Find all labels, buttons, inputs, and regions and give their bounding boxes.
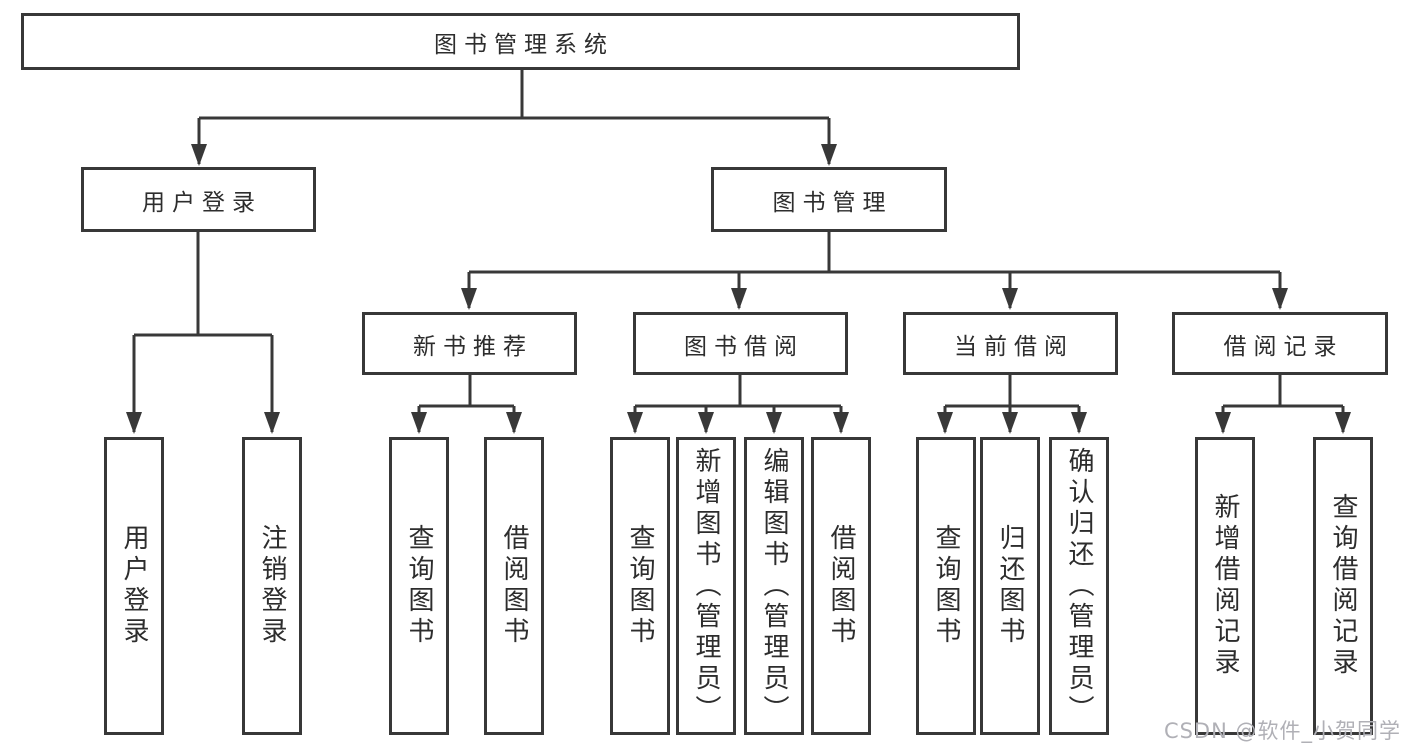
node-book-borrow-label: 图书借阅 bbox=[684, 333, 804, 360]
leaf-add-borrow-record-label: 新增借阅记录 bbox=[1210, 493, 1240, 679]
leaf-borrow-query-books-label: 查询图书 bbox=[625, 524, 655, 648]
leaf-recommend-query-books-label: 查询图书 bbox=[404, 524, 434, 648]
node-user-login: 用户登录 bbox=[81, 167, 316, 232]
leaf-query-borrow-record-label: 查询借阅记录 bbox=[1328, 493, 1358, 679]
leaf-add-borrow-record: 新增借阅记录 bbox=[1195, 437, 1255, 735]
leaf-confirm-return-admin-label: 确认归还（管理员） bbox=[1064, 446, 1094, 726]
leaf-current-query-books-label: 查询图书 bbox=[931, 524, 961, 648]
leaf-recommend-query-books: 查询图书 bbox=[389, 437, 449, 735]
leaf-add-books-admin: 新增图书（管理员） bbox=[676, 437, 736, 735]
node-book-management: 图书管理 bbox=[711, 167, 947, 232]
node-borrow-records: 借阅记录 bbox=[1172, 312, 1388, 375]
leaf-query-borrow-record: 查询借阅记录 bbox=[1313, 437, 1373, 735]
node-new-book-recommend-label: 新书推荐 bbox=[413, 333, 533, 360]
leaf-add-books-admin-label: 新增图书（管理员） bbox=[691, 446, 721, 726]
leaf-recommend-borrow-books: 借阅图书 bbox=[484, 437, 544, 735]
watermark: CSDN @软件_小贺同学 bbox=[1163, 719, 1401, 743]
leaf-return-books: 归还图书 bbox=[980, 437, 1040, 735]
node-library-system: 图书管理系统 bbox=[21, 13, 1020, 70]
node-current-borrow-label: 当前借阅 bbox=[954, 333, 1074, 360]
node-book-borrow: 图书借阅 bbox=[633, 312, 848, 375]
leaf-borrow-query-books: 查询图书 bbox=[610, 437, 670, 735]
leaf-return-books-label: 归还图书 bbox=[995, 524, 1025, 648]
leaf-recommend-borrow-books-label: 借阅图书 bbox=[499, 524, 529, 648]
leaf-edit-books-admin-label: 编辑图书（管理员） bbox=[759, 446, 789, 726]
node-new-book-recommend: 新书推荐 bbox=[362, 312, 577, 375]
leaf-user-login-label: 用户登录 bbox=[119, 524, 149, 648]
leaf-logout-label: 注销登录 bbox=[257, 524, 287, 648]
leaf-confirm-return-admin: 确认归还（管理员） bbox=[1049, 437, 1109, 735]
node-current-borrow: 当前借阅 bbox=[903, 312, 1118, 375]
node-book-management-label: 图书管理 bbox=[772, 189, 893, 216]
node-borrow-records-label: 借阅记录 bbox=[1223, 333, 1344, 360]
node-user-login-label: 用户登录 bbox=[142, 189, 262, 216]
leaf-edit-books-admin: 编辑图书（管理员） bbox=[744, 437, 804, 735]
leaf-borrow-books: 借阅图书 bbox=[811, 437, 871, 735]
leaf-logout: 注销登录 bbox=[242, 437, 302, 735]
leaf-user-login: 用户登录 bbox=[104, 437, 164, 735]
node-library-system-label: 图书管理系统 bbox=[434, 31, 614, 58]
connector-trunks bbox=[134, 70, 1343, 408]
leaf-current-query-books: 查询图书 bbox=[916, 437, 976, 735]
leaf-borrow-books-label: 借阅图书 bbox=[826, 524, 856, 648]
